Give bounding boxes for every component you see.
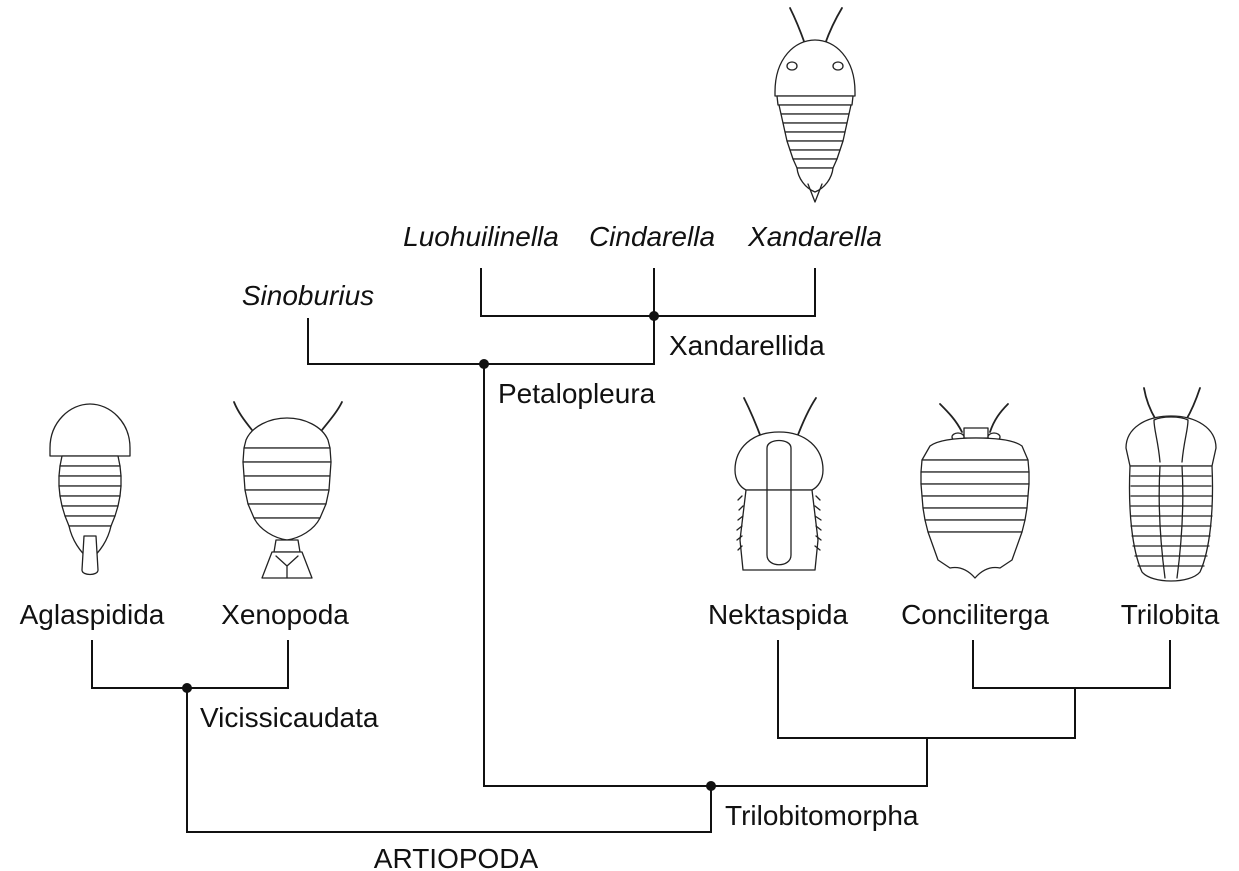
node-petalopleura	[479, 359, 489, 369]
xandarella-fossil-icon	[775, 8, 855, 202]
clade-label-vicissicaudata: Vicissicaudata	[200, 702, 379, 733]
taxon-label-sinoburius: Sinoburius	[242, 280, 374, 311]
taxon-label-aglaspidida: Aglaspidida	[20, 599, 165, 630]
taxon-label-xenopoda: Xenopoda	[221, 599, 349, 630]
xenopoda-fossil-icon	[234, 402, 342, 578]
clade-label-petalopleura: Petalopleura	[498, 378, 656, 409]
clade-label-xandarellida: Xandarellida	[669, 330, 825, 361]
clade-label-trilobitomorpha: Trilobitomorpha	[725, 800, 919, 831]
taxon-label-trilobita: Trilobita	[1121, 599, 1220, 630]
taxon-label-xandarella: Xandarella	[747, 221, 882, 252]
clade-label-artiopoda: ARTIOPODA	[374, 843, 539, 871]
conciliterga-fossil-icon	[921, 404, 1029, 578]
branch-sinoburius	[308, 316, 654, 364]
aglaspidida-fossil-icon	[50, 404, 130, 575]
taxon-label-luohuilinella: Luohuilinella	[403, 221, 559, 252]
node-vicissicaudata	[182, 683, 192, 693]
branch-trilobitomorpha	[484, 364, 927, 786]
taxon-label-cindarella: Cindarella	[589, 221, 715, 252]
branch-luohuilinella	[481, 268, 815, 316]
taxon-label-conciliterga: Conciliterga	[901, 599, 1049, 630]
branch-conciliterga-trilobita	[973, 640, 1170, 688]
taxon-label-nektaspida: Nektaspida	[708, 599, 849, 630]
node-xandarellida	[649, 311, 659, 321]
nektaspida-fossil-icon	[735, 398, 823, 570]
trilobita-fossil-icon	[1126, 388, 1216, 581]
branch-vicissicaudata	[92, 640, 288, 688]
node-trilobitomorpha	[706, 781, 716, 791]
